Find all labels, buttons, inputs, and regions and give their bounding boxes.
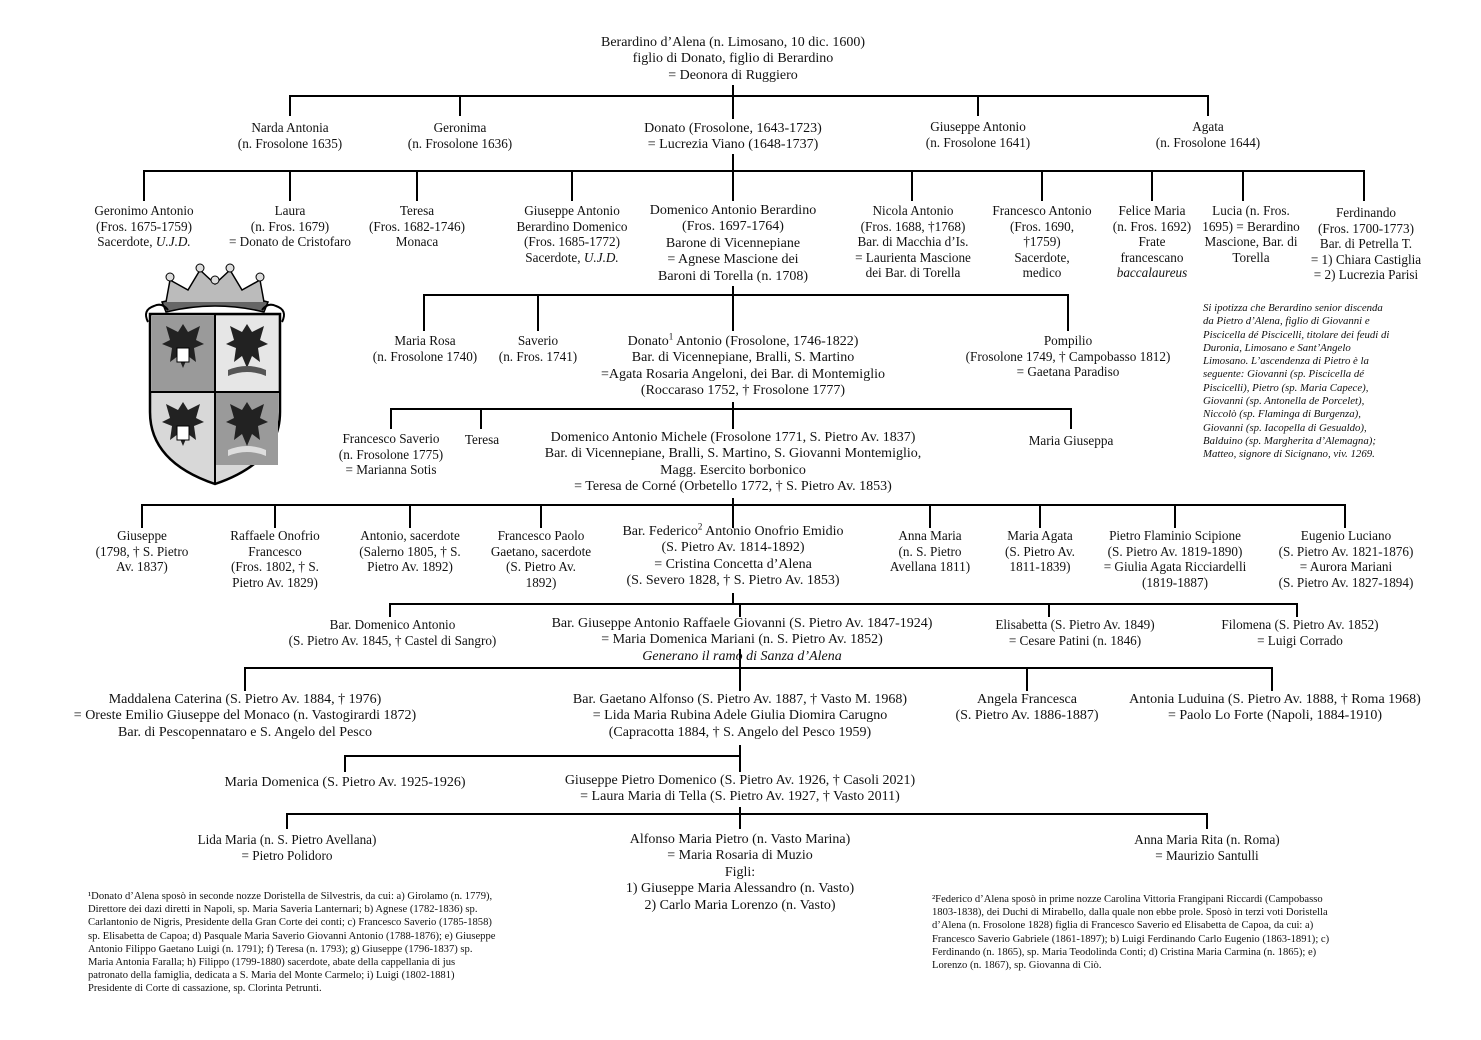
- footnote-1: ¹Donato d’Alena sposò in seconde nozze D…: [88, 891, 496, 995]
- person-donato-antonio: Donato1 Antonio (Frosolone, 1746-1822) B…: [601, 331, 885, 399]
- person-donato: Donato (Frosolone, 1643-1723) = Lucrezia…: [644, 121, 822, 153]
- person-geronima: Geronima (n. Frosolone 1636): [407, 120, 513, 151]
- person-geronimo-antonio: Geronimo Antonio (Fros. 1675-1759) Sacer…: [94, 203, 194, 250]
- person-teresa-2: Teresa: [464, 432, 500, 447]
- person-agata: Agata (n. Frosolone 1644): [1155, 119, 1261, 150]
- person-alfonso-maria-pietro: Alfonso Maria Pietro (n. Vasto Marina) =…: [625, 832, 855, 913]
- person-antonia-luduina: Antonia Luduina (S. Pietro Av. 1888, † R…: [1129, 692, 1421, 724]
- person-domenico-antonio-bar: Bar. Domenico Antonio (S. Pietro Av. 184…: [288, 617, 497, 648]
- person-maddalena-caterina: Maddalena Caterina (S. Pietro Av. 1884, …: [73, 692, 417, 740]
- person-anna-maria: Anna Maria (n. S. Pietro Avellana 1811): [889, 528, 971, 575]
- coat-of-arms-icon: [145, 263, 285, 486]
- person-nicola-antonio: Nicola Antonio (Fros. 1688, †1768) Bar. …: [855, 203, 971, 281]
- footnote-ref-2: 2: [697, 521, 703, 532]
- person-berardino: Berardino d’Alena (n. Limosano, 10 dic. …: [601, 35, 865, 83]
- person-maria-agata: Maria Agata (S. Pietro Av. 1811-1839): [1005, 528, 1075, 575]
- person-laura: Laura (n. Fros. 1679) = Donato de Cristo…: [228, 203, 352, 250]
- person-giuseppe-1798: Giuseppe (1798, † S. Pietro Av. 1837): [95, 528, 189, 575]
- person-domenico-antonio-berardino: Domenico Antonio Berardino (Fros. 1697-1…: [649, 203, 817, 284]
- person-maria-giuseppa: Maria Giuseppa: [1028, 433, 1114, 448]
- person-teresa-1682: Teresa (Fros. 1682-1746) Monaca: [369, 203, 465, 250]
- person-felice-maria: Felice Maria (n. Fros. 1692) Frate franc…: [1112, 203, 1192, 281]
- person-giuseppe-antonio: Giuseppe Antonio (n. Frosolone 1641): [925, 119, 1031, 150]
- person-raffaele-onofrio: Raffaele Onofrio Francesco (Fros. 1802, …: [230, 528, 320, 590]
- person-pompilio: Pompilio (Frosolone 1749, † Campobasso 1…: [965, 333, 1171, 380]
- person-ferdinando: Ferdinando (Fros. 1700-1773) Bar. di Pet…: [1310, 205, 1422, 283]
- person-giuseppe-antonio-raffaele: Bar. Giuseppe Antonio Raffaele Giovanni …: [532, 616, 952, 665]
- person-federico: Bar. Federico2 Antonio Onofrio Emidio (S…: [622, 521, 844, 589]
- footnote-ref-1: 1: [668, 331, 674, 342]
- person-lida-maria: Lida Maria (n. S. Pietro Avellana) = Pie…: [197, 832, 377, 863]
- person-maria-rosa: Maria Rosa (n. Frosolone 1740): [372, 333, 478, 364]
- person-antonio-sacerdote: Antonio, sacerdote (Salerno 1805, † S. P…: [359, 528, 461, 575]
- branch-note: Generano il ramo di Sanza d’Alena: [642, 648, 842, 664]
- person-lucia: Lucia (n. Fros. 1695) = Berardino Mascio…: [1202, 203, 1300, 265]
- person-angela-francesca: Angela Francesca (S. Pietro Av. 1886-188…: [955, 692, 1099, 724]
- person-saverio: Saverio (n. Fros. 1741): [498, 333, 578, 364]
- ancestry-note: Si ipotizza che Berardino senior discend…: [1203, 302, 1390, 461]
- person-elisabetta: Elisabetta (S. Pietro Av. 1849) = Cesare…: [995, 617, 1155, 648]
- person-anna-maria-rita: Anna Maria Rita (n. Roma) = Maurizio San…: [1134, 832, 1280, 863]
- person-francesco-saverio: Francesco Saverio (n. Frosolone 1775) = …: [338, 431, 444, 478]
- person-giuseppe-pietro-domenico: Giuseppe Pietro Domenico (S. Pietro Av. …: [564, 773, 916, 805]
- person-eugenio-luciano: Eugenio Luciano (S. Pietro Av. 1821-1876…: [1278, 528, 1414, 590]
- person-gaetano-alfonso: Bar. Gaetano Alfonso (S. Pietro Av. 1887…: [572, 692, 908, 740]
- person-francesco-antonio: Francesco Antonio (Fros. 1690, †1759) Sa…: [992, 203, 1092, 281]
- person-giuseppe-antonio-berardino: Giuseppe Antonio Berardino Domenico (Fro…: [516, 203, 628, 265]
- person-maria-domenica: Maria Domenica (S. Pietro Av. 1925-1926): [224, 775, 466, 790]
- person-domenico-antonio-michele: Domenico Antonio Michele (Frosolone 1771…: [544, 430, 922, 495]
- footnote-2: ²Federico d’Alena sposò in prime nozze C…: [932, 894, 1330, 972]
- person-filomena: Filomena (S. Pietro Av. 1852) = Luigi Co…: [1221, 617, 1379, 648]
- person-pietro-flaminio: Pietro Flaminio Scipione (S. Pietro Av. …: [1103, 528, 1247, 590]
- person-narda-antonia: Narda Antonia (n. Frosolone 1635): [237, 120, 343, 151]
- person-francesco-paolo: Francesco Paolo Gaetano, sacerdote (S. P…: [490, 528, 592, 590]
